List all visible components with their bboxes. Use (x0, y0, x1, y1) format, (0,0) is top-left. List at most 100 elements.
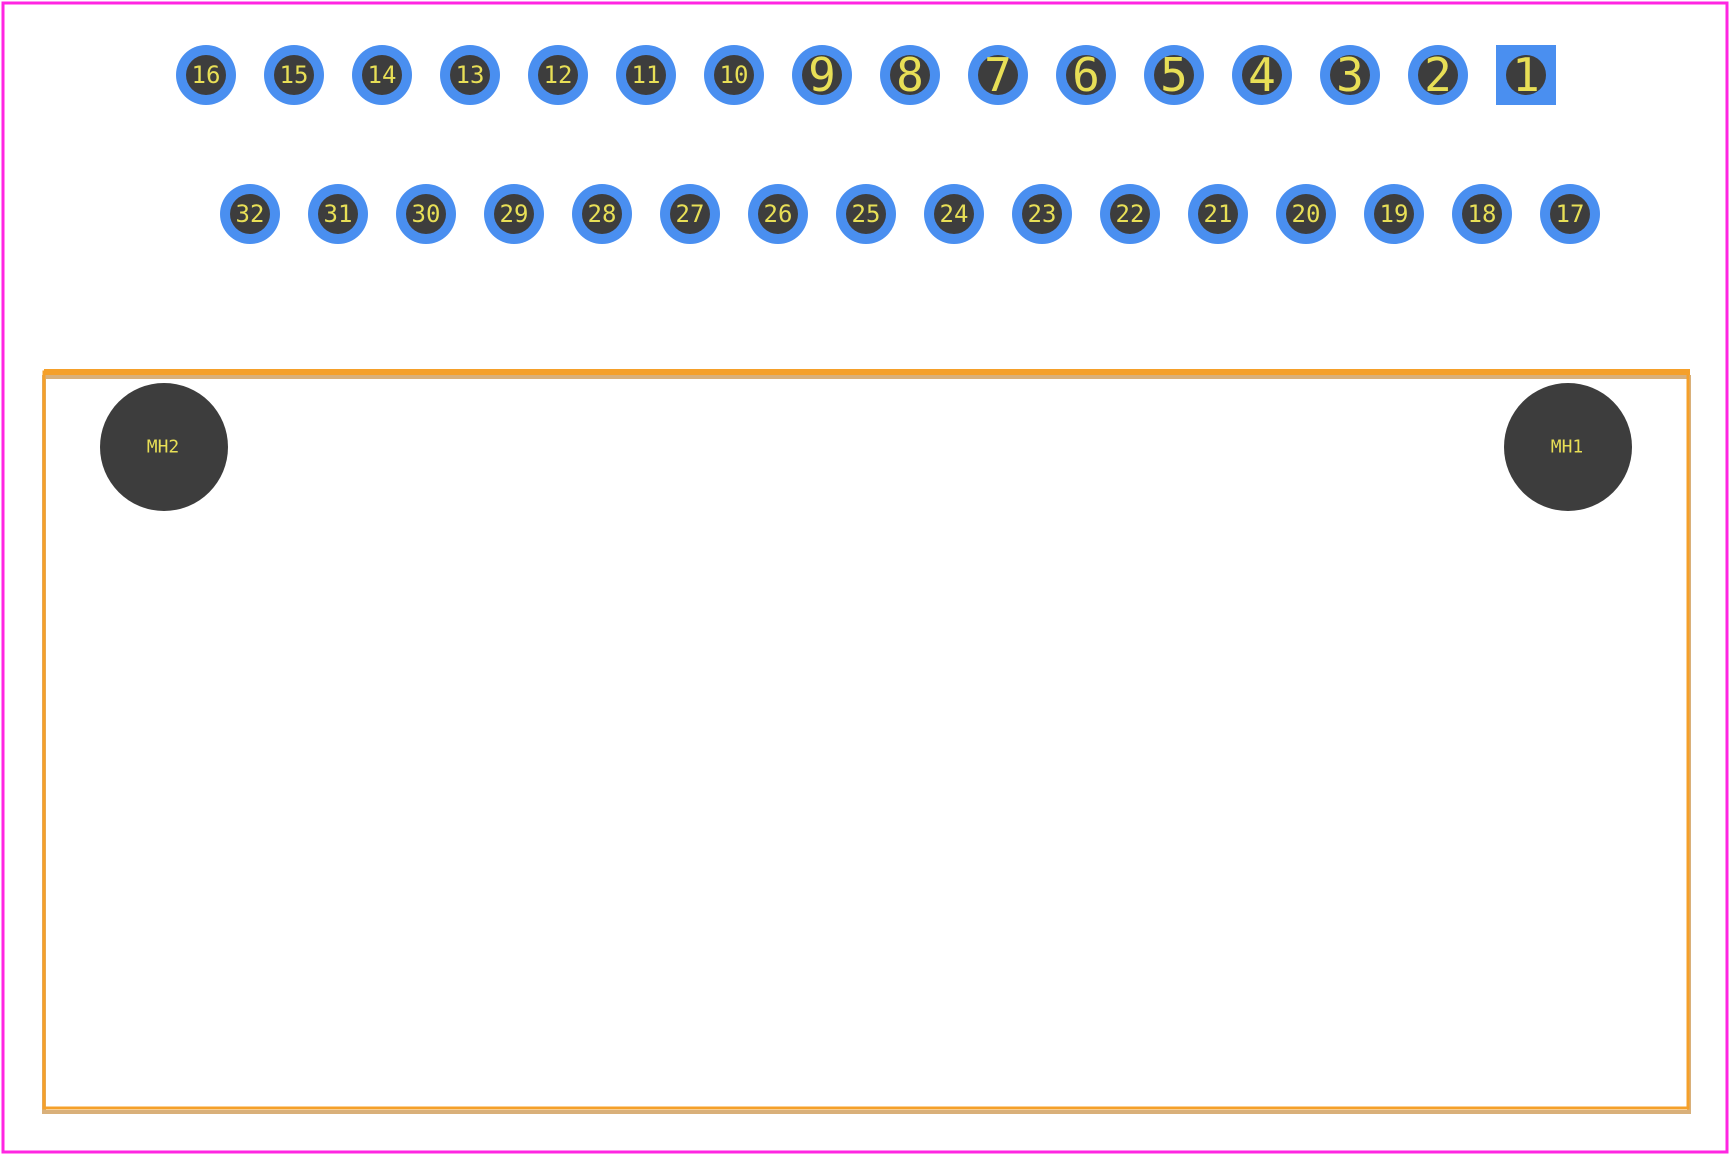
pad-label: 24 (940, 200, 969, 228)
pad-label: 4 (1248, 48, 1276, 102)
pad-label: 21 (1204, 200, 1233, 228)
pad-2: 2 (1408, 45, 1468, 105)
mounting-hole-drill (100, 383, 228, 511)
pad-drill-hole (758, 194, 798, 234)
pad-label: 8 (896, 48, 924, 102)
pad-21: 21 (1188, 184, 1248, 244)
mounting-hole-mh1: MH1 (1504, 383, 1632, 511)
pad-drill-hole (362, 55, 402, 95)
body-outline-shadow (42, 375, 1691, 1114)
pad-label: 23 (1028, 200, 1057, 228)
pad-drill-hole (1066, 55, 1106, 95)
pad-3: 3 (1320, 45, 1380, 105)
pad-label: 16 (192, 61, 221, 89)
mounting-hole-label: MH2 (147, 437, 180, 458)
mounting-hole-drill (1504, 383, 1632, 511)
pad-label: 25 (852, 200, 881, 228)
pad-26: 26 (748, 184, 808, 244)
pad-drill-hole (626, 55, 666, 95)
pad-drill-hole (1286, 194, 1326, 234)
pad-25: 25 (836, 184, 896, 244)
pad-8: 8 (880, 45, 940, 105)
pad-label: 6 (1072, 48, 1100, 102)
pad-17: 17 (1540, 184, 1600, 244)
pad-31: 31 (308, 184, 368, 244)
pad-label: 2 (1424, 48, 1452, 102)
pad-drill-hole (1110, 194, 1150, 234)
pad-label: 13 (456, 61, 485, 89)
pad-27: 27 (660, 184, 720, 244)
pad-drill-hole (582, 194, 622, 234)
pad-label: 1 (1512, 48, 1540, 102)
pad-drill-hole (1198, 194, 1238, 234)
pad-label: 7 (984, 48, 1012, 102)
pad-13: 13 (440, 45, 500, 105)
pad-drill-hole (670, 194, 710, 234)
pad-label: 31 (324, 200, 353, 228)
pad-label: 17 (1556, 200, 1585, 228)
pad-label: 22 (1116, 200, 1145, 228)
pad-16: 16 (176, 45, 236, 105)
pad-label: 28 (588, 200, 617, 228)
pad-30: 30 (396, 184, 456, 244)
pad-9: 9 (792, 45, 852, 105)
pad-drill-hole (230, 194, 270, 234)
mounting-hole-mh2: MH2 (100, 383, 228, 511)
pad-drill-hole (1154, 55, 1194, 95)
pad-drill-hole (846, 194, 886, 234)
pad-drill-hole (1242, 55, 1282, 95)
body-outline-edge (42, 370, 1690, 1110)
pad-row-top: 16 15 14 13 12 11 10 9 8 7 6 5 4 3 2 1 (176, 45, 1556, 105)
pad-label: 19 (1380, 200, 1409, 228)
pad-4: 4 (1232, 45, 1292, 105)
pad-11: 11 (616, 45, 676, 105)
pad-drill-hole (1330, 55, 1370, 95)
pad-label: 32 (236, 200, 265, 228)
pad-drill-hole (714, 55, 754, 95)
pad-15: 15 (264, 45, 324, 105)
pad-label: 29 (500, 200, 529, 228)
pad-drill-hole (274, 55, 314, 95)
pad-label: 10 (720, 61, 749, 89)
pad-drill-hole (1506, 55, 1546, 95)
pad-10: 10 (704, 45, 764, 105)
pad-label: 12 (544, 61, 573, 89)
pad-7: 7 (968, 45, 1028, 105)
pad-label: 3 (1336, 48, 1364, 102)
pad-label: 30 (412, 200, 441, 228)
pad-24: 24 (924, 184, 984, 244)
pad-1: 1 (1496, 45, 1556, 105)
pad-drill-hole (1550, 194, 1590, 234)
pad-drill-hole (890, 55, 930, 95)
pad-22: 22 (1100, 184, 1160, 244)
pad-drill-hole (538, 55, 578, 95)
pad-28: 28 (572, 184, 632, 244)
pad-drill-hole (1462, 194, 1502, 234)
pad-29: 29 (484, 184, 544, 244)
pad-6: 6 (1056, 45, 1116, 105)
pad-drill-hole (318, 194, 358, 234)
pad-drill-hole (934, 194, 974, 234)
pad-32: 32 (220, 184, 280, 244)
pad-drill-hole (978, 55, 1018, 95)
pad-23: 23 (1012, 184, 1072, 244)
pad-drill-hole (406, 194, 446, 234)
pad-label: 26 (764, 200, 793, 228)
pad-5: 5 (1144, 45, 1204, 105)
pad-drill-hole (186, 55, 226, 95)
pad-label: 5 (1160, 48, 1188, 102)
pad-label: 9 (808, 48, 836, 102)
mounting-hole-label: MH1 (1551, 437, 1584, 458)
pad-label: 14 (368, 61, 397, 89)
pad-drill-hole (494, 194, 534, 234)
pad-label: 27 (676, 200, 705, 228)
pad-label: 15 (280, 61, 309, 89)
pad-12: 12 (528, 45, 588, 105)
pad-label: 20 (1292, 200, 1321, 228)
pad-label: 11 (632, 61, 661, 89)
pad-drill-hole (1374, 194, 1414, 234)
pad-14: 14 (352, 45, 412, 105)
